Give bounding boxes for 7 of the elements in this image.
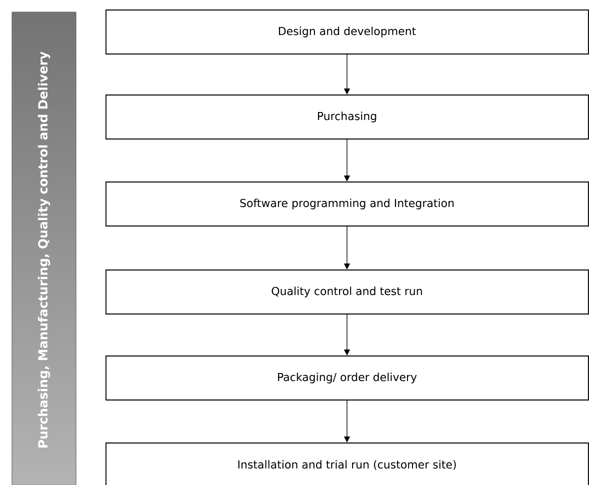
process-box: Installation and trial run (customer site) [105,442,589,485]
process-box: Purchasing [105,94,589,140]
process-box: Packaging/ order delivery [105,356,589,400]
process-box: Quality control and test run [105,270,589,314]
process-box: Design and development [105,10,589,54]
process-box: Software programming and Integration [105,182,589,226]
side-band: Purchasing, Manufacturing, Quality control and Delivery [12,12,76,485]
